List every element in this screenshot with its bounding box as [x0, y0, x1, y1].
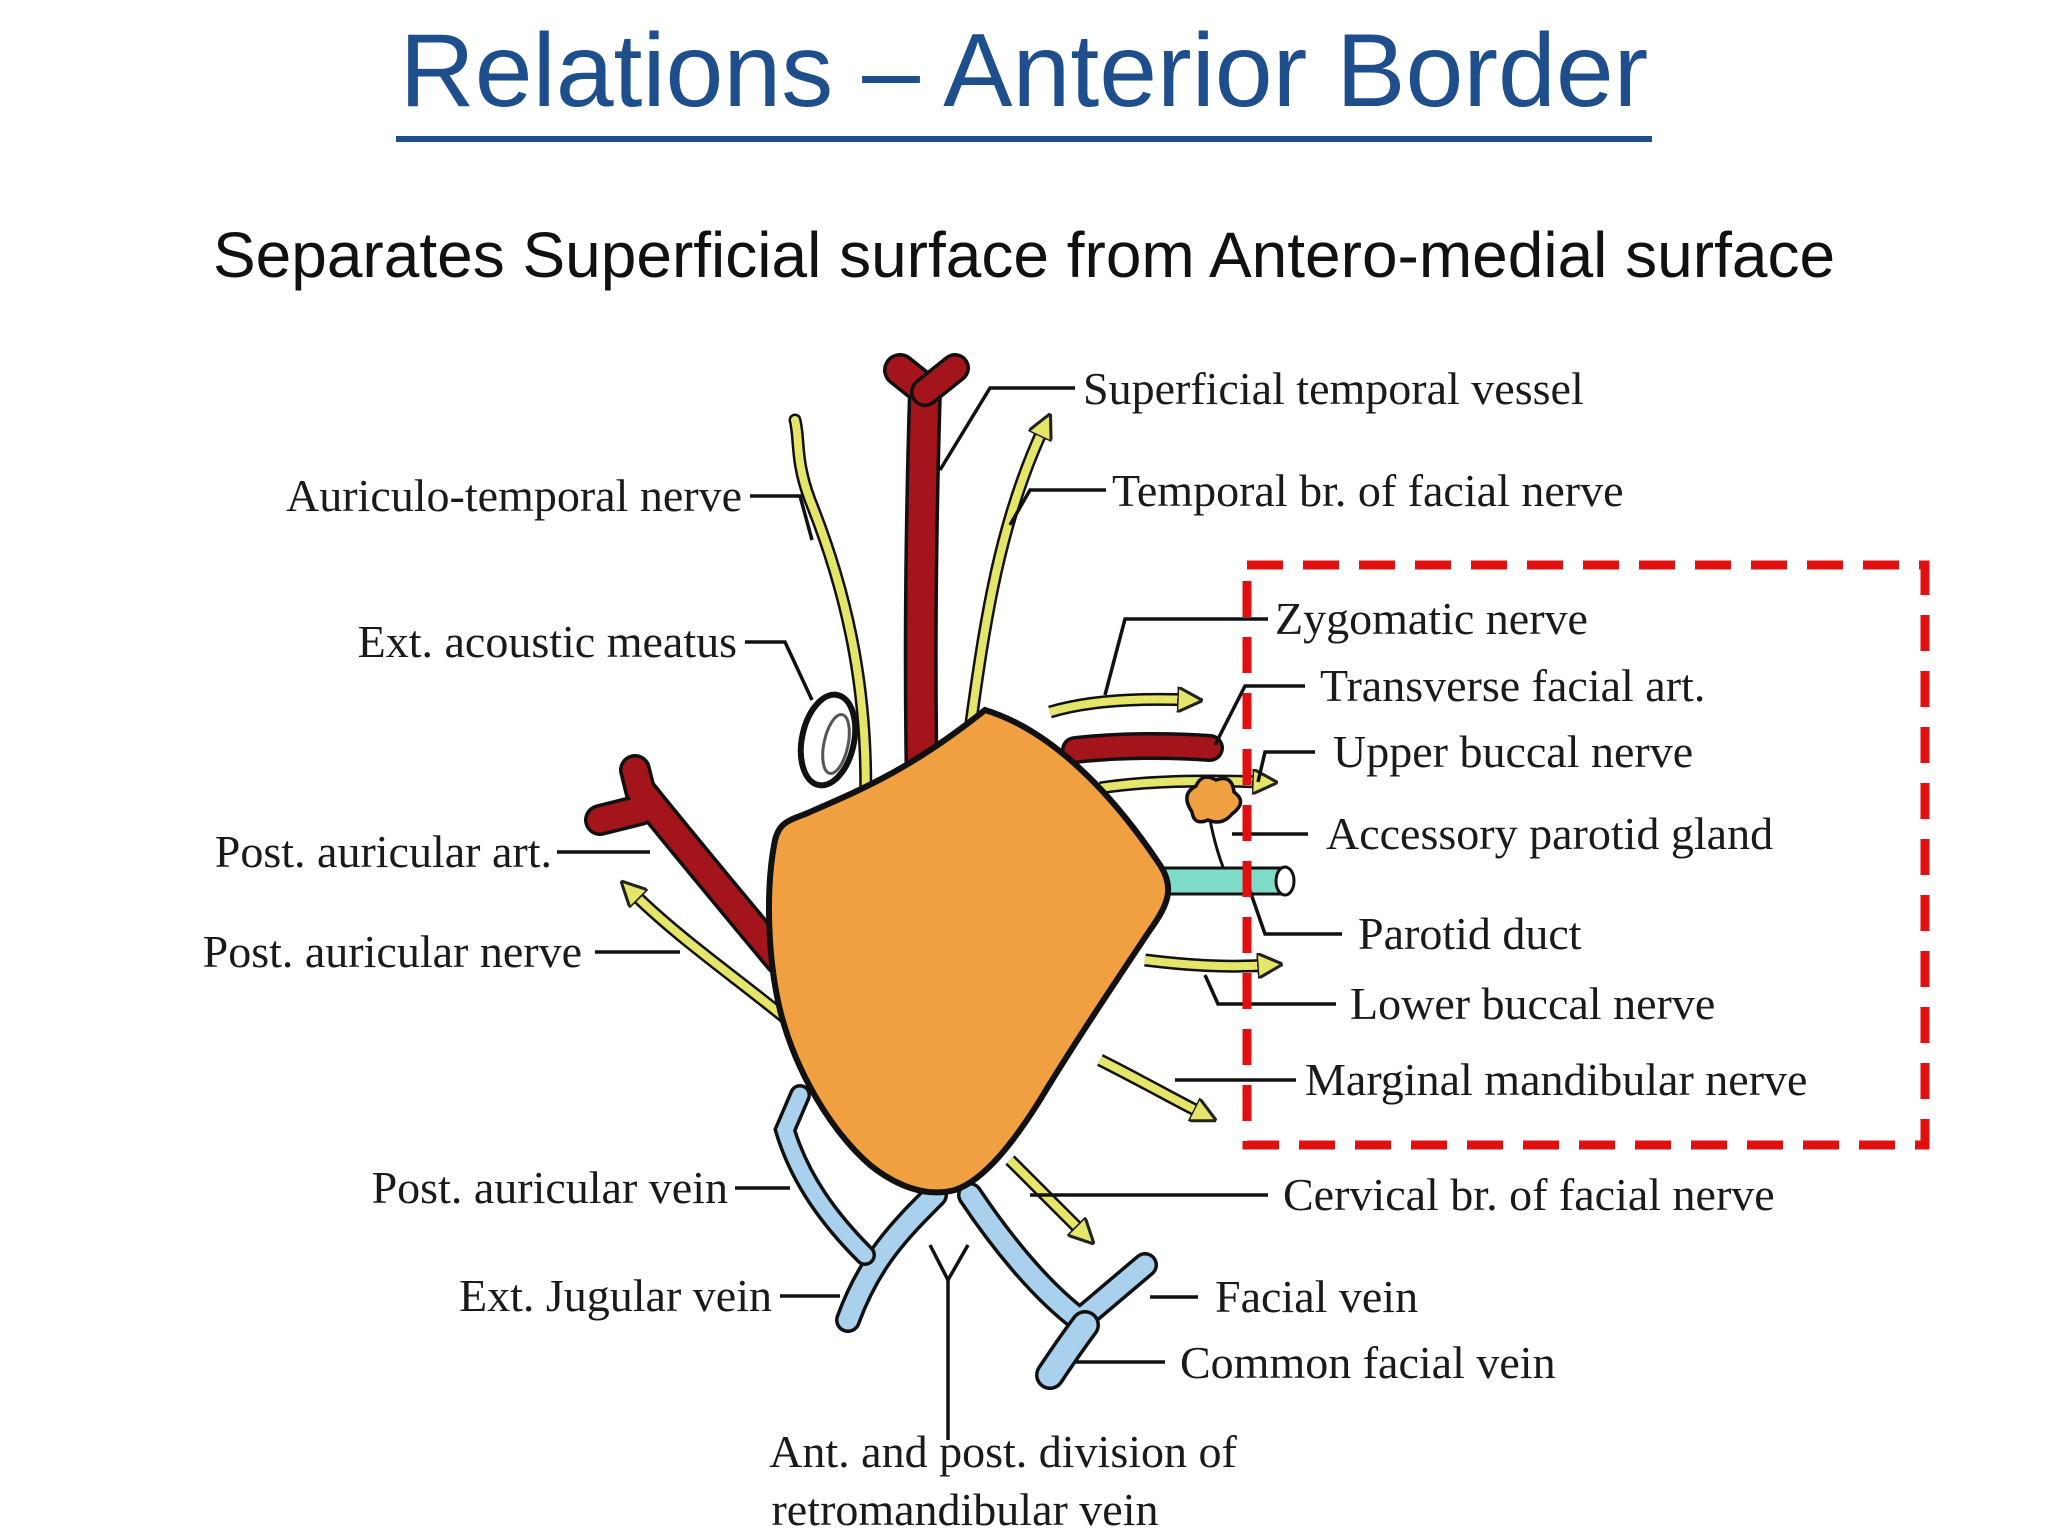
label-temporal-br-facial-nerve: Temporal br. of facial nerve [1112, 465, 1623, 516]
label-accessory-parotid-gland: Accessory parotid gland [1326, 808, 1773, 859]
zygomatic-nerve-branch [1048, 699, 1190, 719]
label-lower-buccal-nerve: Lower buccal nerve [1350, 978, 1715, 1029]
label-cervical-br-facial-nerve: Cervical br. of facial nerve [1283, 1169, 1775, 1220]
parotid-gland [765, 706, 1172, 1196]
label-ext-acoustic-meatus: Ext. acoustic meatus [358, 616, 737, 667]
slide-title: Relations – Anterior Border [0, 12, 2048, 143]
label-post-auricular-art: Post. auricular art. [215, 826, 552, 877]
leader-lines [557, 386, 1342, 1440]
lower-buccal-nerve-branch [1144, 960, 1270, 966]
marginal-mandibular-nerve-branch [1097, 1054, 1205, 1115]
slide-subtitle: Separates Superficial surface from Anter… [212, 219, 1836, 291]
label-facial-vein: Facial vein [1215, 1271, 1418, 1322]
label-ext-jugular-vein: Ext. Jugular vein [459, 1270, 772, 1321]
parotid-duct [1158, 865, 1296, 897]
transverse-facial-artery [1061, 731, 1224, 764]
label-zygomatic-nerve: Zygomatic nerve [1275, 593, 1588, 644]
label-post-auricular-vein: Post. auricular vein [372, 1162, 728, 1213]
highlight-box [1242, 560, 1930, 1150]
label-upper-buccal-nerve: Upper buccal nerve [1333, 726, 1693, 777]
auriculo-temporal-nerve [788, 413, 873, 827]
retromandibular-veins [773, 1084, 1158, 1390]
label-auriculo-temporal-nerve: Auriculo-temporal nerve [286, 470, 742, 521]
accessory-parotid-gland [1185, 775, 1243, 873]
upper-buccal-nerve-branch [1098, 781, 1265, 788]
temporal-branch-facial-nerve [963, 425, 1045, 731]
label-marginal-mandibular-nerve: Marginal mandibular nerve [1305, 1054, 1807, 1105]
label-post-auricular-nerve: Post. auricular nerve [203, 926, 582, 977]
external-acoustic-meatus [797, 691, 859, 789]
label-common-facial-vein: Common facial vein [1180, 1337, 1556, 1388]
label-parotid-duct: Parotid duct [1358, 908, 1582, 959]
label-retromandibular-line1: Ant. and post. division of [769, 1426, 1237, 1477]
posterior-auricular-artery [584, 754, 796, 976]
slide-title-text: Relations – Anterior Border [395, 14, 1653, 143]
label-transverse-facial-art: Transverse facial art. [1320, 660, 1705, 711]
cervical-branch-facial-nerve [1005, 1155, 1085, 1235]
label-retromandibular-line2: retromandibular vein [771, 1484, 1158, 1535]
label-superficial-temporal-vessel: Superficial temporal vessel [1083, 363, 1584, 414]
